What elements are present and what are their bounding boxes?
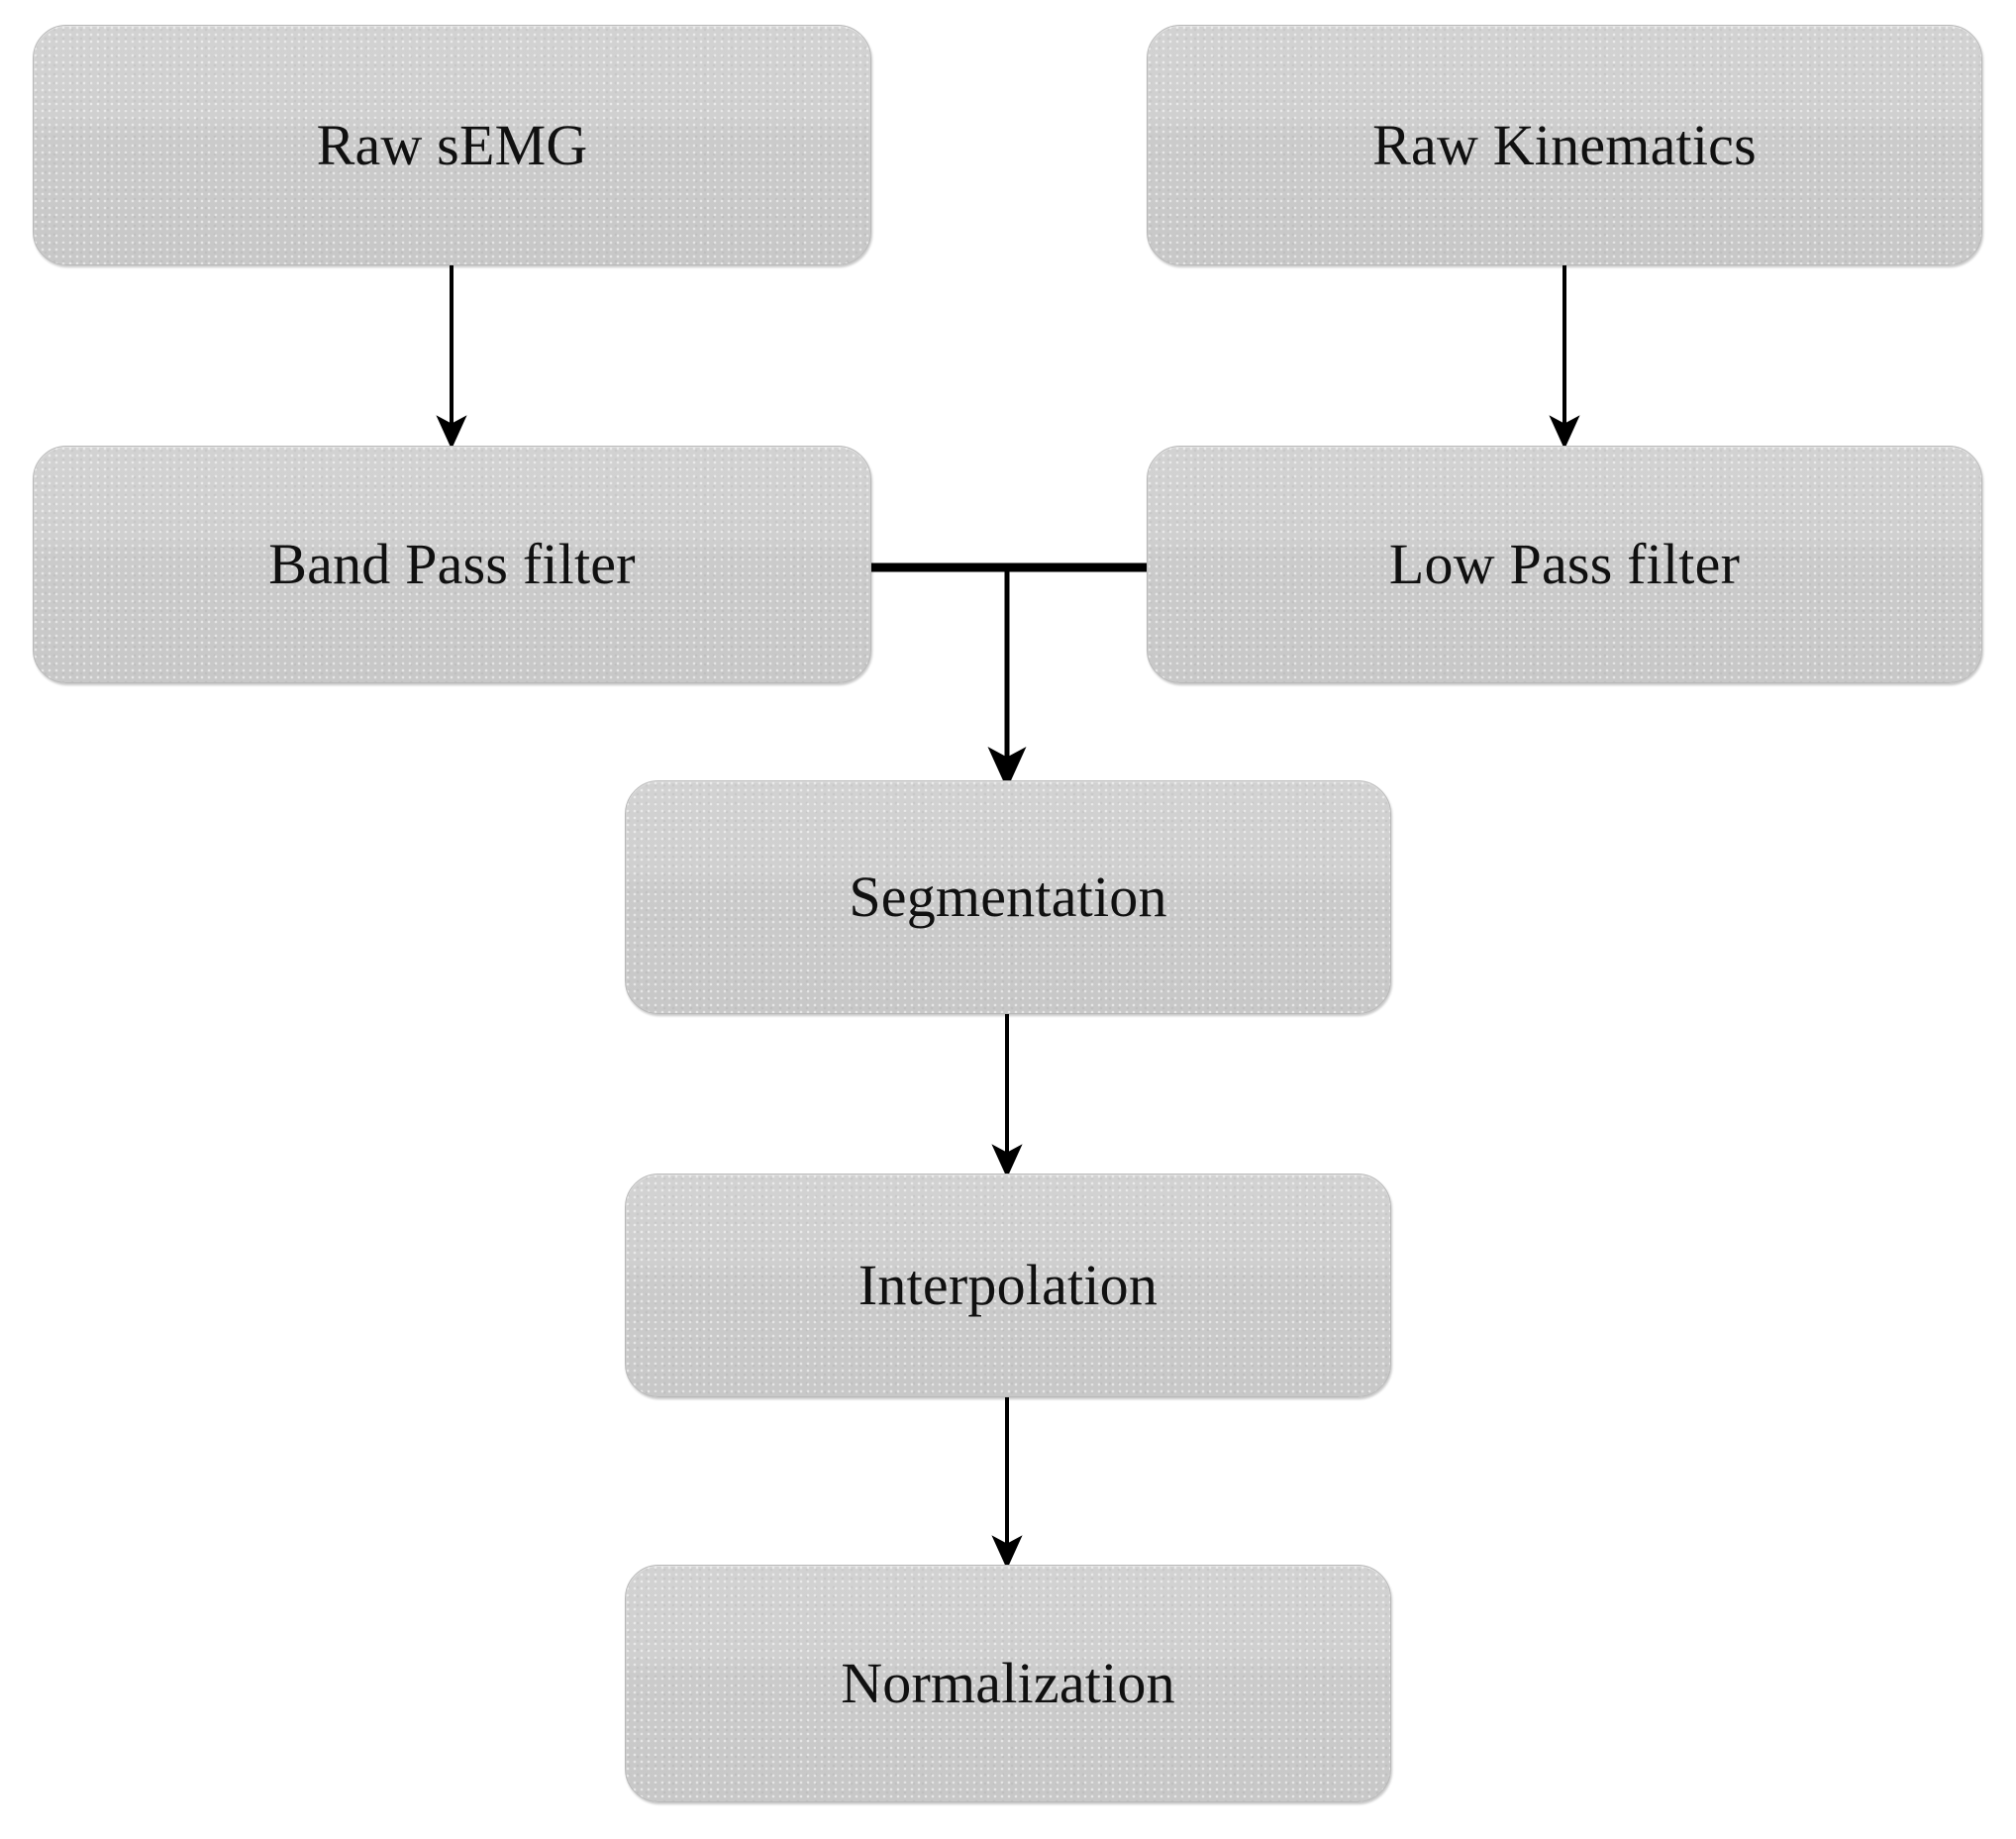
node-label-raw-semg: Raw sEMG bbox=[316, 112, 588, 177]
node-label-raw-kinematics: Raw Kinematics bbox=[1372, 112, 1757, 177]
node-low-pass-filter[interactable]: Low Pass filter bbox=[1147, 446, 1982, 683]
node-label-interpolation: Interpolation bbox=[857, 1253, 1159, 1317]
node-label-normalization: Normalization bbox=[841, 1651, 1175, 1715]
node-band-pass-filter[interactable]: Band Pass filter bbox=[33, 446, 871, 683]
node-raw-kinematics[interactable]: Raw Kinematics bbox=[1147, 25, 1982, 265]
node-interpolation[interactable]: Interpolation bbox=[625, 1174, 1391, 1397]
node-label-segmentation: Segmentation bbox=[849, 865, 1167, 929]
node-label-low-pass-filter: Low Pass filter bbox=[1388, 532, 1741, 596]
node-segmentation[interactable]: Segmentation bbox=[625, 780, 1391, 1014]
node-label-band-pass-filter: Band Pass filter bbox=[268, 532, 636, 596]
node-normalization[interactable]: Normalization bbox=[625, 1565, 1391, 1802]
node-raw-semg[interactable]: Raw sEMG bbox=[33, 25, 871, 265]
